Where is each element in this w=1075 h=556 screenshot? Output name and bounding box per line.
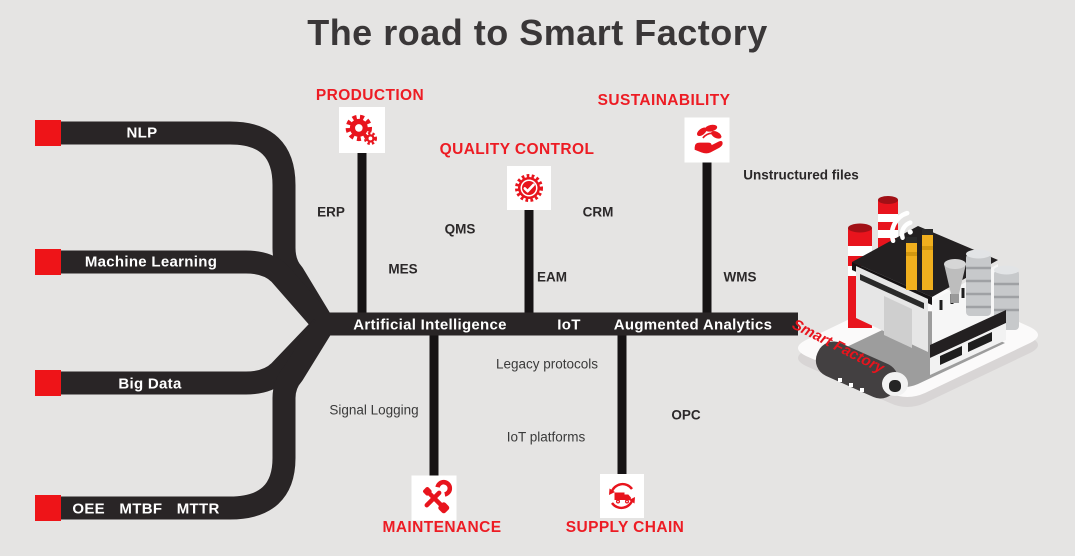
endpoint-big-data <box>35 370 61 396</box>
road-nlp <box>40 121 332 328</box>
system-label-iot-platforms: IoT platforms <box>506 429 586 445</box>
wifi-signal-icon <box>889 210 913 244</box>
system-label-unstructured-files: Unstructured files <box>743 167 859 183</box>
category-label-production: PRODUCTION <box>315 87 425 104</box>
system-label-qms: QMS <box>444 221 476 237</box>
supply-chain-icon-box <box>600 474 644 518</box>
road-label-artificial-intelligence: Artificial Intelligence <box>353 316 507 334</box>
road-metrics <box>40 320 332 520</box>
diagram-title: The road to Smart Factory <box>307 12 768 53</box>
sustainability-icon-box <box>684 117 730 163</box>
system-label-crm: CRM <box>582 204 614 220</box>
system-label-erp: ERP <box>317 204 345 220</box>
category-label-sustainability: SUSTAINABILITY <box>597 92 731 109</box>
endpoint-metrics <box>35 495 61 521</box>
system-label-wms: WMS <box>723 269 757 285</box>
front-building <box>930 310 1006 375</box>
category-label-quality-control: QUALITY CONTROL <box>439 141 595 158</box>
maintenance-icon-box <box>411 475 457 521</box>
connector-lines <box>357 152 712 477</box>
road-label-nlp: NLP <box>126 124 158 142</box>
system-label-eam: EAM <box>537 269 567 285</box>
road-label-metrics: OEE MTBF MTTR <box>72 500 220 518</box>
hand-leaf-icon <box>694 124 723 154</box>
roads <box>40 121 798 520</box>
endpoint-machine-learning <box>35 249 61 275</box>
hopper <box>944 259 966 303</box>
system-label-opc: OPC <box>671 407 701 423</box>
production-icon-box <box>339 107 385 153</box>
endpoint-markers <box>35 120 61 521</box>
road-machine-learning <box>40 250 331 330</box>
smart-factory-illustration <box>798 196 1038 407</box>
endpoint-nlp <box>35 120 61 146</box>
quality-badge-icon <box>515 174 543 202</box>
gears-icon <box>345 114 377 145</box>
system-label-legacy-protocols: Legacy protocols <box>495 356 599 372</box>
quality-icon-box <box>507 166 551 210</box>
road-label-augmented-analytics: Augmented Analytics <box>613 316 773 334</box>
category-label-maintenance: MAINTENANCE <box>382 519 502 536</box>
road-label-machine-learning: Machine Learning <box>84 253 218 271</box>
road-label-iot: IoT <box>557 316 581 334</box>
system-label-mes: MES <box>388 261 418 277</box>
system-label-signal-logging: Signal Logging <box>329 402 419 418</box>
road-label-big-data: Big Data <box>118 375 182 393</box>
road-big-data <box>40 319 331 395</box>
truck-cycle-icon <box>609 482 635 510</box>
yellow-chimneys <box>906 229 933 290</box>
warehouse <box>815 341 908 399</box>
crossed-tools-icon <box>423 479 453 514</box>
category-label-supply-chain: SUPPLY CHAIN <box>565 519 685 536</box>
